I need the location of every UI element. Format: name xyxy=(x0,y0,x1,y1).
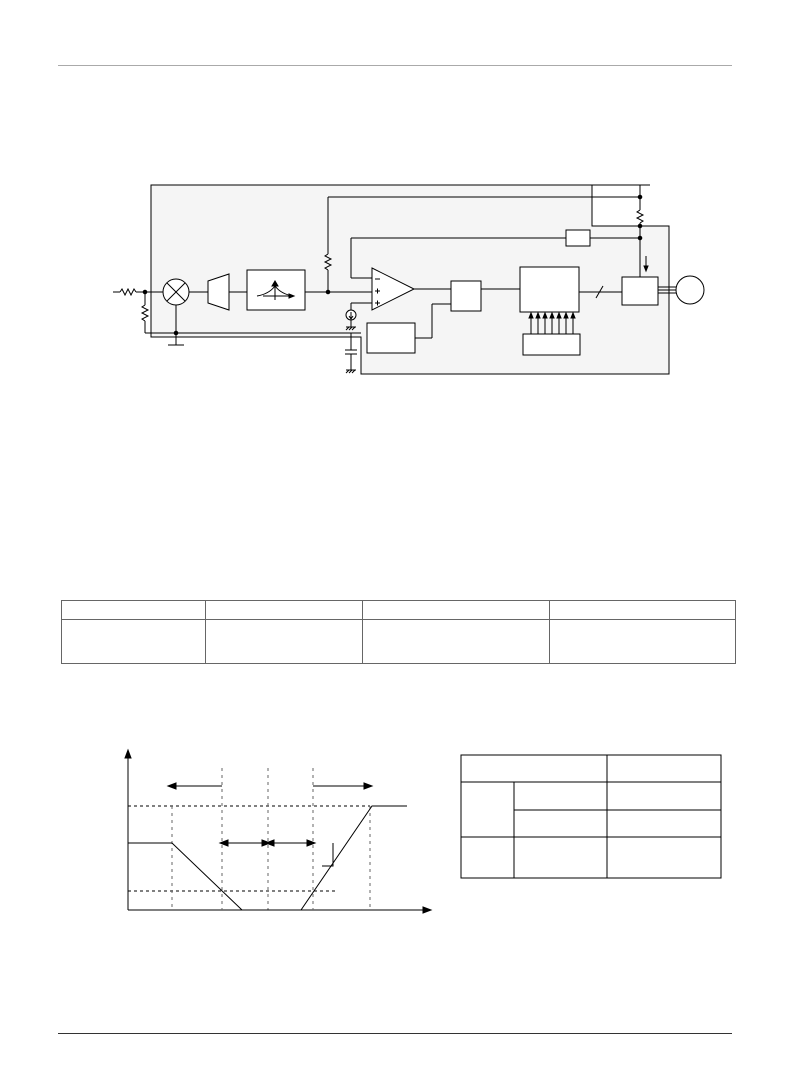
table-1-cell xyxy=(61,619,206,664)
header-rule xyxy=(58,65,732,66)
table-1 xyxy=(61,600,736,664)
comparator xyxy=(371,267,416,311)
table-1-cell xyxy=(362,619,550,664)
table-1-header-cell xyxy=(549,600,736,620)
control-block xyxy=(519,266,580,313)
input-register xyxy=(522,333,581,356)
bus xyxy=(595,285,604,299)
table-1-cell xyxy=(205,619,363,664)
table-1-header-cell xyxy=(362,600,550,620)
logic-block xyxy=(450,280,482,312)
bandpass-filter xyxy=(246,269,306,311)
input-resistor xyxy=(119,287,137,297)
pullup-resistor xyxy=(323,253,333,271)
supply-resistor xyxy=(635,209,645,224)
table-1-header-cell xyxy=(205,600,363,620)
ramp-block xyxy=(366,322,416,354)
table-1-header-cell xyxy=(61,600,206,620)
ic-body xyxy=(150,184,670,375)
output-block xyxy=(621,276,659,306)
feedback-block xyxy=(565,229,591,247)
table-1-cell xyxy=(549,619,736,664)
footer-rule xyxy=(58,1033,732,1034)
limiter xyxy=(207,273,230,311)
divider-resistor xyxy=(140,304,150,322)
motor xyxy=(675,275,705,305)
